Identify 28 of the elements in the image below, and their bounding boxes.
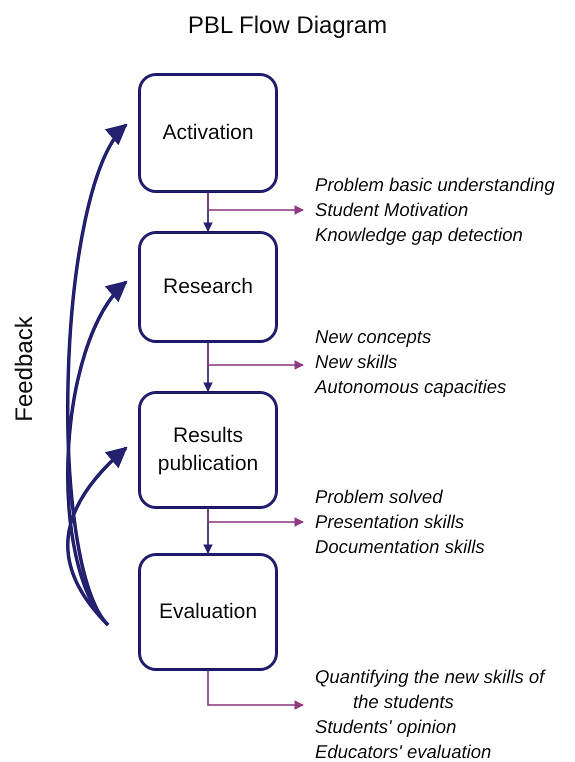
outcome-text: Problem basic understanding — [315, 173, 556, 197]
feedback-arrow — [66, 446, 128, 626]
process-box — [138, 231, 278, 343]
outcome-text: Documentation skills — [315, 535, 486, 559]
outcome-text: Presentation skills — [315, 510, 466, 534]
step-label: Results publication — [156, 423, 260, 477]
outcome-text: Quantifying the new skills of the students — [315, 665, 547, 714]
outcome-arrow — [207, 343, 304, 370]
outcome-arrow — [207, 671, 304, 710]
outcome-text: Autonomous capacities — [315, 375, 508, 399]
step-label: Activation — [162, 120, 254, 146]
outcome-text: New concepts — [315, 325, 432, 349]
outcome-text: Educators' evaluation — [315, 740, 492, 762]
outcome-text: New skills — [315, 350, 398, 374]
outcome-text: Students' opinion — [315, 715, 458, 739]
feedback-label: Feedback — [11, 315, 39, 424]
step-label: Research — [163, 274, 253, 300]
process-box — [138, 553, 278, 671]
process-box — [138, 73, 278, 193]
outcome-arrow — [207, 193, 304, 215]
outcome-text: Problem solved — [315, 485, 444, 509]
outcome-text: Knowledge gap detection — [315, 223, 524, 247]
feedback-arrow — [66, 280, 128, 626]
outcome-arrow — [207, 509, 304, 527]
diagram-title: PBL Flow Diagram — [186, 12, 388, 40]
process-box — [138, 391, 278, 509]
step-label: Evaluation — [158, 599, 258, 625]
outcome-text: Student Motivation — [315, 198, 470, 222]
